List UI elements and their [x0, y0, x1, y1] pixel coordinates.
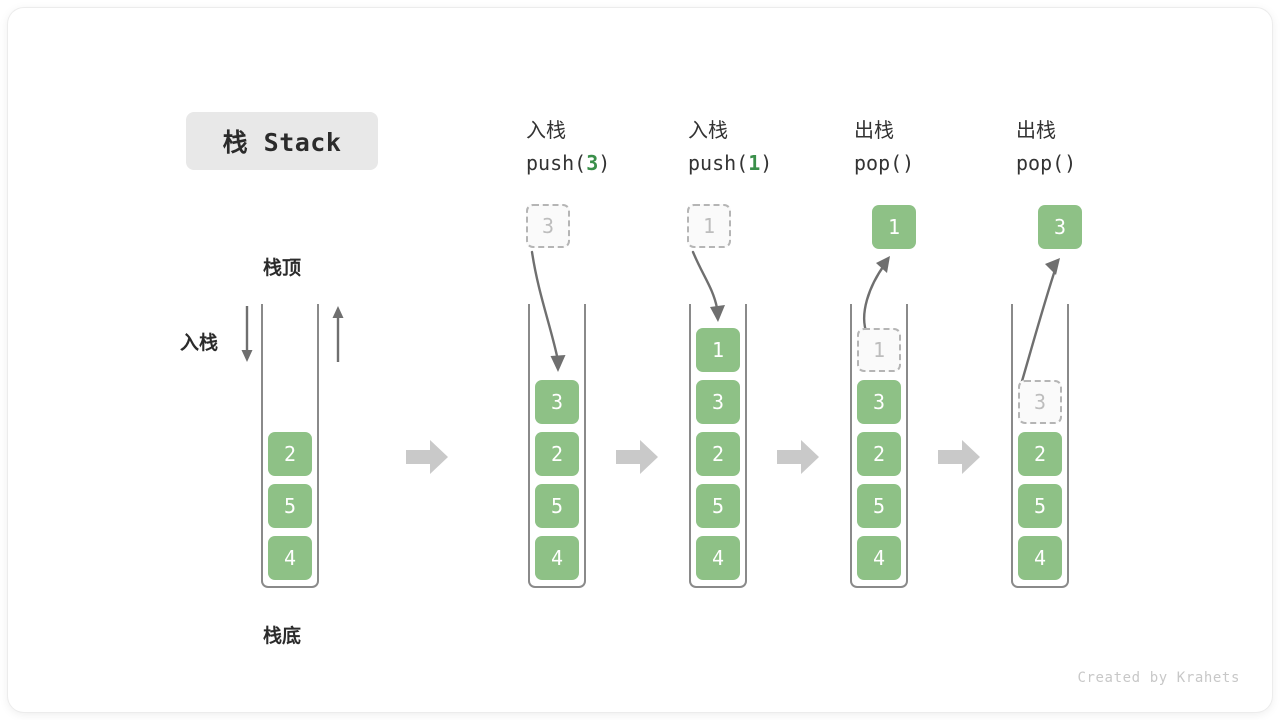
stack-cell: 4	[696, 536, 740, 580]
stack-cell: 2	[1018, 432, 1062, 476]
push-motion-arrow-icon	[530, 250, 566, 372]
column-header-pop-1: 出栈 pop()	[854, 114, 914, 180]
step-arrow-icon	[777, 440, 819, 474]
step-arrow-icon	[938, 440, 980, 474]
op-suffix: )	[598, 151, 611, 175]
pop-motion-arrow-icon	[1018, 258, 1060, 390]
stack-cell: 2	[857, 432, 901, 476]
stack-cell: 3	[696, 380, 740, 424]
stack-cell: 1	[857, 328, 901, 372]
stack-cell: 4	[857, 536, 901, 580]
stack-container-pop-1	[850, 304, 908, 588]
stack-cell: 4	[268, 536, 312, 580]
stack-cell: 5	[535, 484, 579, 528]
stack-cell: 5	[857, 484, 901, 528]
column-header-pop-3: 出栈 pop()	[1016, 114, 1076, 180]
stack-cells-pop-3: 3 2 5 4	[1018, 380, 1062, 580]
stack-cell: 5	[1018, 484, 1062, 528]
op-arg: 1	[748, 151, 761, 175]
column-header-cn: 出栈	[854, 118, 894, 142]
column-header-push-1: 入栈 push(1)	[688, 114, 772, 180]
column-header-push-3: 入栈 push(3)	[526, 114, 610, 180]
label-push-side: 入栈	[180, 328, 218, 355]
op-suffix: )	[1064, 151, 1077, 175]
stack-cell: 4	[1018, 536, 1062, 580]
popped-cell-3: 3	[1038, 205, 1082, 249]
op-prefix: pop(	[1016, 151, 1065, 175]
title-badge: 栈 Stack	[186, 112, 378, 170]
stack-cells-push-1: 1 3 2 5 4	[696, 328, 740, 580]
credit-text: Created by Krahets	[1077, 670, 1240, 686]
label-push-side-text: 入栈	[180, 332, 219, 354]
diagram-card: 栈 Stack 栈顶 入栈 2 5 4 栈底 入栈 push(3) 3 3	[8, 8, 1272, 712]
step-arrow-icon	[406, 440, 448, 474]
stack-cell: 3	[535, 380, 579, 424]
incoming-cell-push-3: 3	[526, 204, 570, 248]
column-header-op: push(3)	[526, 147, 610, 180]
stack-container-push-1	[689, 304, 747, 588]
column-header-cn: 入栈	[526, 118, 566, 142]
op-suffix: )	[760, 151, 773, 175]
label-stack-top: 栈顶	[263, 253, 301, 280]
stack-cell: 5	[696, 484, 740, 528]
stack-cell: 2	[268, 432, 312, 476]
label-stack-top-text: 栈顶	[263, 257, 302, 279]
column-header-op: push(1)	[688, 147, 772, 180]
stack-container-initial	[261, 304, 319, 588]
stack-cell: 2	[535, 432, 579, 476]
op-suffix: )	[902, 151, 915, 175]
stack-cell: 5	[268, 484, 312, 528]
popped-cell-1: 1	[872, 205, 916, 249]
stack-cells-push-3: 3 2 5 4	[535, 380, 579, 580]
stack-cell: 2	[696, 432, 740, 476]
op-arg: 3	[586, 151, 599, 175]
column-header-cn: 入栈	[688, 118, 728, 142]
incoming-cell-push-1: 1	[687, 204, 731, 248]
stack-container-push-3	[528, 304, 586, 588]
step-arrow-icon	[616, 440, 658, 474]
stack-cell: 4	[535, 536, 579, 580]
column-header-op: pop()	[1016, 147, 1076, 180]
stack-cell: 1	[696, 328, 740, 372]
op-prefix: pop(	[854, 151, 903, 175]
pop-direction-arrow-icon	[332, 306, 344, 362]
push-motion-arrow-icon	[691, 250, 725, 322]
stack-cells-initial: 2 5 4	[268, 432, 312, 580]
push-direction-arrow-icon	[241, 306, 253, 362]
stack-cell: 3	[1018, 380, 1062, 424]
label-stack-bottom: 栈底	[263, 621, 301, 648]
column-header-cn: 出栈	[1016, 118, 1056, 142]
op-prefix: push(	[526, 151, 587, 175]
stack-cells-pop-1: 1 3 2 5 4	[857, 328, 901, 580]
label-stack-bottom-text: 栈底	[263, 625, 302, 647]
stack-container-pop-3	[1011, 304, 1069, 588]
op-prefix: push(	[688, 151, 749, 175]
stack-cell: 3	[857, 380, 901, 424]
column-header-op: pop()	[854, 147, 914, 180]
